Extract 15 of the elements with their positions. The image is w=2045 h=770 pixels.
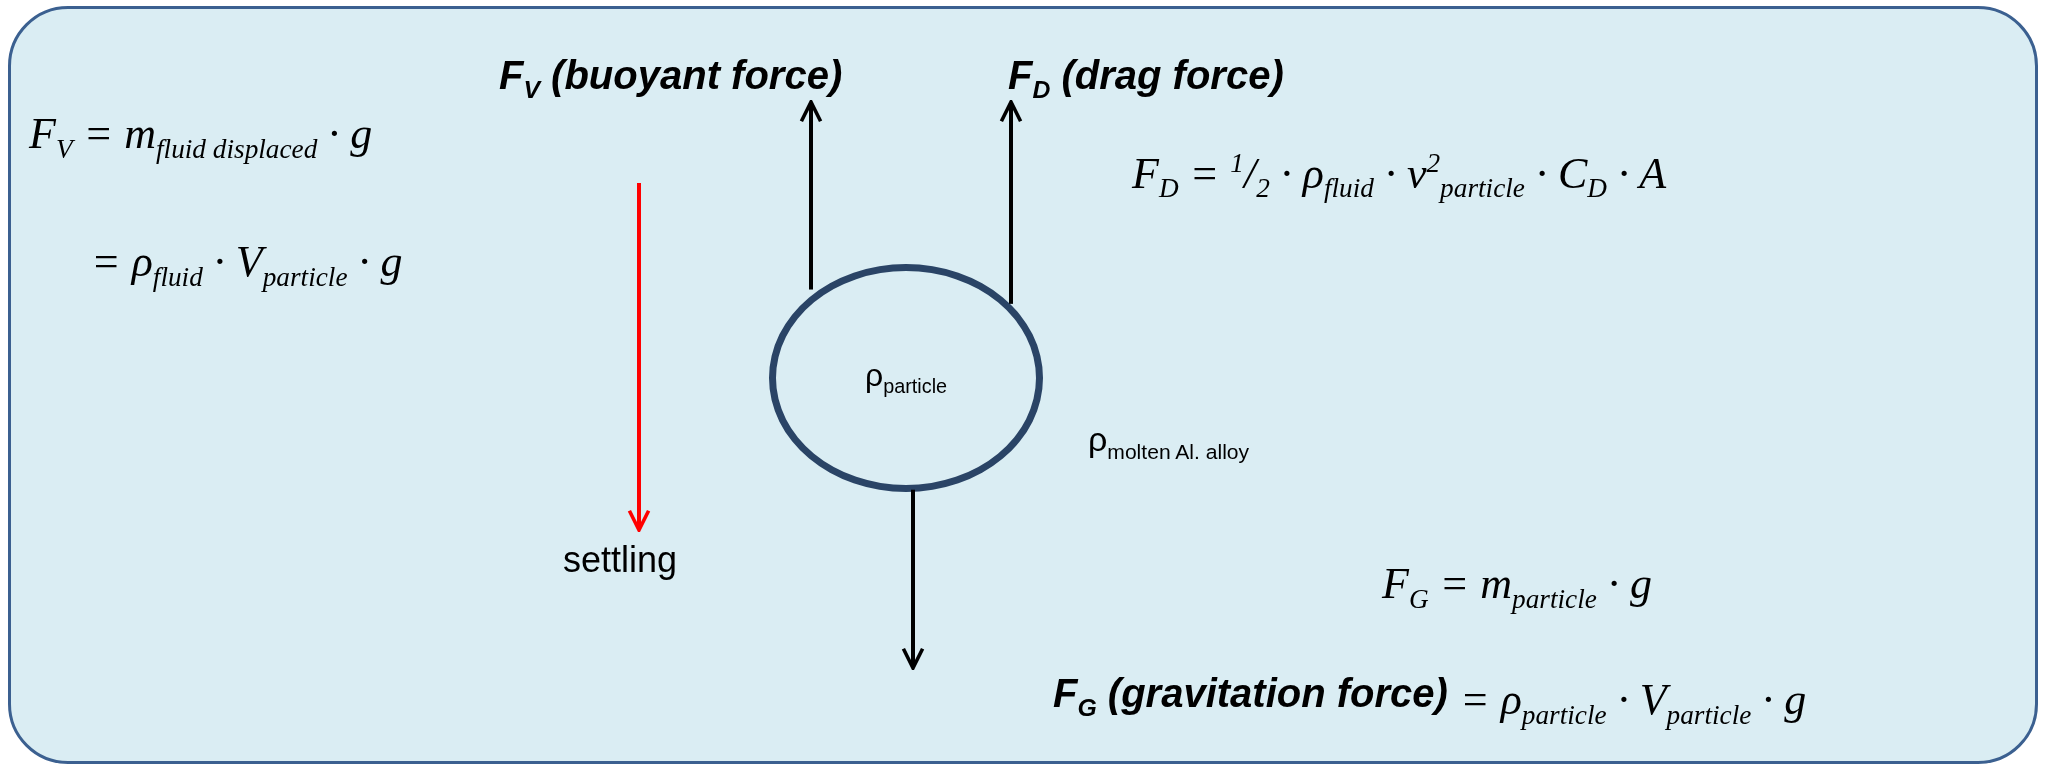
force-label: F$_{V}$ (buoyant force) [499,53,843,104]
force-label: F$_{D}$ (drag force) [1008,53,1284,104]
force-arrow [901,489,925,670]
formula-text: = ρ$_{fluid}$ · V$_{particle}$ · g [91,238,403,292]
formula-text: F$_{D}$ = $^{1}$/$_{2}$ · ρ$_{fluid}$ · v$^{2}$$_{particle}$ · C$_{D}$ · A [1132,148,1667,204]
force-label: F$_{G}$ (gravitation force) [1053,671,1448,722]
particle-ellipse: ρ$_{particle}$ [769,264,1043,492]
force-arrow [799,100,823,290]
formula-text: F$_{G}$ = m$_{particle}$ · g [1382,560,1652,614]
settling-label: settling [563,540,678,580]
force-arrow [999,100,1023,304]
medium-label: ρ$_{molten Al. alloy}$ [1088,421,1250,463]
formula-text: = ρ$_{particle}$ · V$_{particle}$ · g [1460,676,1807,730]
formula-text: F$_{V}$ = m$_{fluid displaced}$ · g [29,110,373,164]
fluid-region [8,6,2038,764]
